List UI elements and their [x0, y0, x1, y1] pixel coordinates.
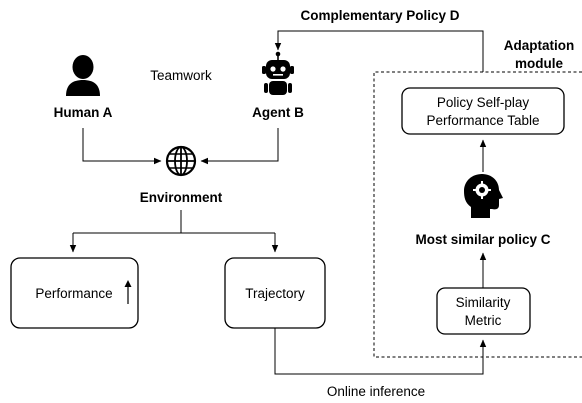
environment-split-connector — [73, 210, 275, 234]
robot-icon — [262, 51, 294, 95]
adaptation-module-boundary — [373, 71, 582, 358]
performance-box — [10, 257, 139, 329]
agent-b-label: Agent B — [252, 105, 304, 120]
trajectory-to-similarity-connector — [274, 328, 487, 375]
adaptation-module-label-line2: module — [515, 56, 563, 71]
online-inference-label: Online inference — [327, 384, 425, 399]
human-a-label: Human A — [54, 105, 113, 120]
policy-table-box — [401, 87, 565, 135]
agent-to-environment-connector — [200, 128, 279, 165]
policy-table-label-line1: Policy Self-play — [437, 95, 530, 110]
head-with-gear-icon — [464, 174, 503, 218]
policy-table-label-line2: Performance Table — [426, 113, 539, 128]
performance-label: Performance — [35, 286, 112, 301]
similarity-metric-label-line2: Metric — [465, 313, 502, 328]
most-similar-policy-label: Most similar policy C — [415, 232, 550, 247]
similarity-metric-label-line1: Similarity — [456, 295, 511, 310]
up-arrow-icon — [124, 280, 132, 304]
environment-label: Environment — [140, 190, 223, 205]
trajectory-label: Trajectory — [245, 286, 305, 301]
policy-to-agent-connector — [274, 30, 484, 72]
human-to-environment-connector — [82, 128, 162, 165]
complementary-policy-title: Complementary Policy D — [300, 8, 459, 23]
person-silhouette-icon — [66, 55, 100, 96]
teamwork-label: Teamwork — [150, 68, 212, 83]
adaptation-module-label-line1: Adaptation — [504, 38, 575, 53]
globe-icon — [165, 145, 197, 177]
